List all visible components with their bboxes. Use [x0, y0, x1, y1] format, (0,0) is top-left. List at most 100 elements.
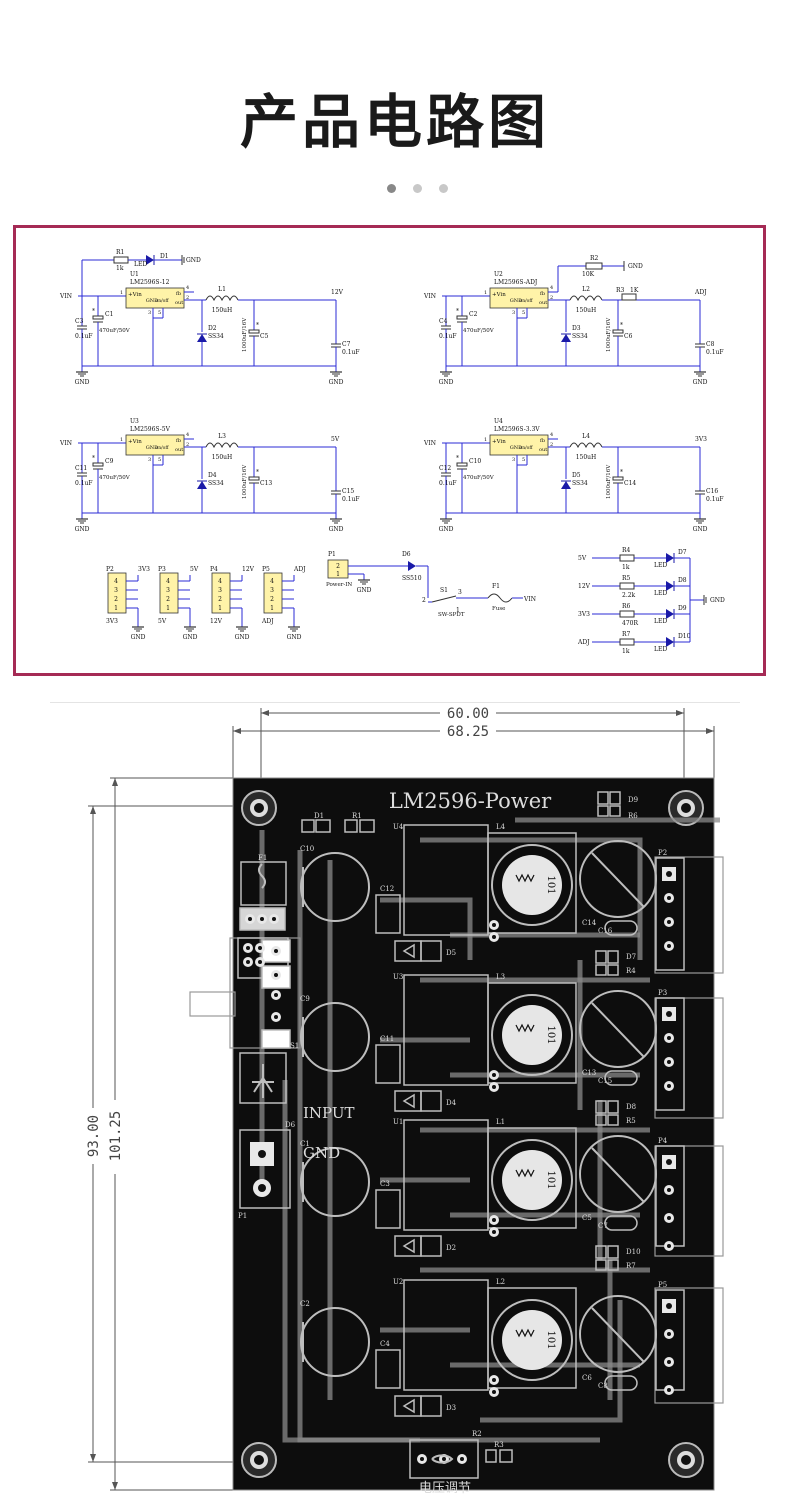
dim-height-outer: 101.25 [108, 1111, 124, 1162]
pin-vin: +Vin [492, 439, 506, 445]
pin-onoff: on/off [519, 298, 533, 304]
led-label: LED [654, 618, 667, 625]
ref-d1: D1 [314, 812, 324, 820]
pin-4: 4 [550, 432, 553, 438]
diode-ref: D5 [572, 472, 581, 479]
diode-ref: D3 [572, 325, 581, 332]
pad-hole [492, 1378, 496, 1382]
polarity-mark: * [256, 469, 259, 476]
carousel-dot-1[interactable] [387, 184, 396, 193]
fuse-ref: F1 [492, 583, 500, 590]
power-connector [327, 559, 349, 579]
header-label: 5V [158, 618, 167, 625]
header-ref: P3 [158, 566, 166, 573]
header-label: ADJ [261, 618, 274, 625]
chip-ref: U1 [130, 271, 139, 278]
pad-hole [667, 1244, 671, 1248]
pad-hole [492, 935, 496, 939]
ref-regulator: U1 [393, 1118, 403, 1126]
pin-2: 2 [550, 295, 553, 301]
pin-1: 1 [120, 290, 123, 296]
diode [197, 481, 207, 489]
out-cap-ref: C5 [260, 333, 269, 340]
diode-part: SS34 [208, 480, 224, 487]
led-ref: D10 [678, 633, 691, 640]
bulk-ref: C2 [469, 311, 478, 318]
pad-hole [667, 920, 671, 924]
out-cap-ref: C14 [624, 480, 636, 487]
regulator-chip [489, 434, 549, 456]
gnd-label: GND [235, 634, 250, 641]
pad-hole [667, 1036, 671, 1040]
pad-hole [492, 1085, 496, 1089]
sw-pin: 3 [458, 589, 462, 596]
header-pin: 1 [218, 605, 222, 612]
pad-hole [667, 1216, 671, 1220]
switch-arm [431, 595, 457, 603]
pcb-hf-cap [604, 1215, 638, 1231]
diode-part: SS34 [208, 333, 224, 340]
diode-part: SS34 [572, 333, 588, 340]
carousel-dot-3[interactable] [439, 184, 448, 193]
pin-3: 3 [148, 457, 151, 463]
dim-width-outer: 68.25 [447, 724, 489, 740]
led-ref: D8 [678, 577, 687, 584]
pad-hole [667, 1188, 671, 1192]
pad-hole [492, 1230, 496, 1234]
out-cap-val: 1000uF/16V [606, 317, 612, 352]
header-pin: 3 [218, 587, 222, 594]
pin-4: 4 [186, 432, 189, 438]
net-label: 5V [331, 436, 340, 443]
ref-r6: R6 [628, 812, 638, 820]
pcb-diode-body2 [420, 940, 442, 962]
hf-cap-val: 0.1uF [342, 496, 360, 503]
in-cap-val: 0.1uF [439, 333, 457, 340]
pin-gnd: GND [146, 298, 158, 304]
inductor-val: 150uH [576, 454, 597, 461]
pad-hole [667, 1360, 671, 1364]
header-pin: 1 [166, 605, 170, 612]
pcb-res [595, 1259, 607, 1271]
diode-ref: D6 [402, 551, 411, 558]
gnd-label: GND [183, 634, 198, 641]
inductor [569, 295, 603, 302]
inductor-ref: L2 [582, 286, 590, 293]
pcb-small-cap [375, 1044, 401, 1084]
pad-hole [260, 917, 264, 921]
resistor [113, 256, 129, 264]
diode-part: SS34 [572, 480, 588, 487]
pcb-inductor-core [491, 844, 573, 926]
diode [197, 334, 207, 342]
pcb-res2 [607, 1114, 619, 1126]
ic-zigzag [515, 1168, 535, 1178]
pcb-trace [380, 897, 473, 960]
in-cap-val: 0.1uF [75, 480, 93, 487]
ind-net: 3V3 [578, 611, 590, 618]
header-net: 3V3 [138, 566, 150, 573]
pad-hole [667, 944, 671, 948]
pcb-led [595, 950, 607, 964]
pcb-inductor [487, 1127, 577, 1229]
in-cap-ref: C12 [439, 465, 451, 472]
header-net: 5V [190, 566, 199, 573]
ref-inductor: L3 [496, 973, 505, 981]
power-ref: P1 [328, 551, 336, 558]
pad-hole [492, 1218, 496, 1222]
pcb-hf-cap [604, 1070, 638, 1086]
pin-fb: fb [540, 291, 545, 297]
out-cap [612, 329, 624, 334]
pcb-trace [282, 1080, 420, 1443]
pad-hole [666, 1011, 672, 1017]
gnd-label: GND [75, 526, 90, 533]
res-val: 1K [630, 287, 639, 294]
pin-vin: +Vin [128, 439, 142, 445]
ref-res: R7 [626, 1262, 636, 1270]
pad-hole [274, 1015, 278, 1019]
carousel-dot-2[interactable] [413, 184, 422, 193]
pin-onoff: on/off [155, 445, 169, 451]
res-val: 2.2k [622, 592, 636, 599]
pcb-res2 [607, 1259, 619, 1271]
bulk-cap [456, 315, 468, 320]
ref-out-cap: C5 [582, 1214, 592, 1222]
header-ref: P5 [262, 566, 270, 573]
